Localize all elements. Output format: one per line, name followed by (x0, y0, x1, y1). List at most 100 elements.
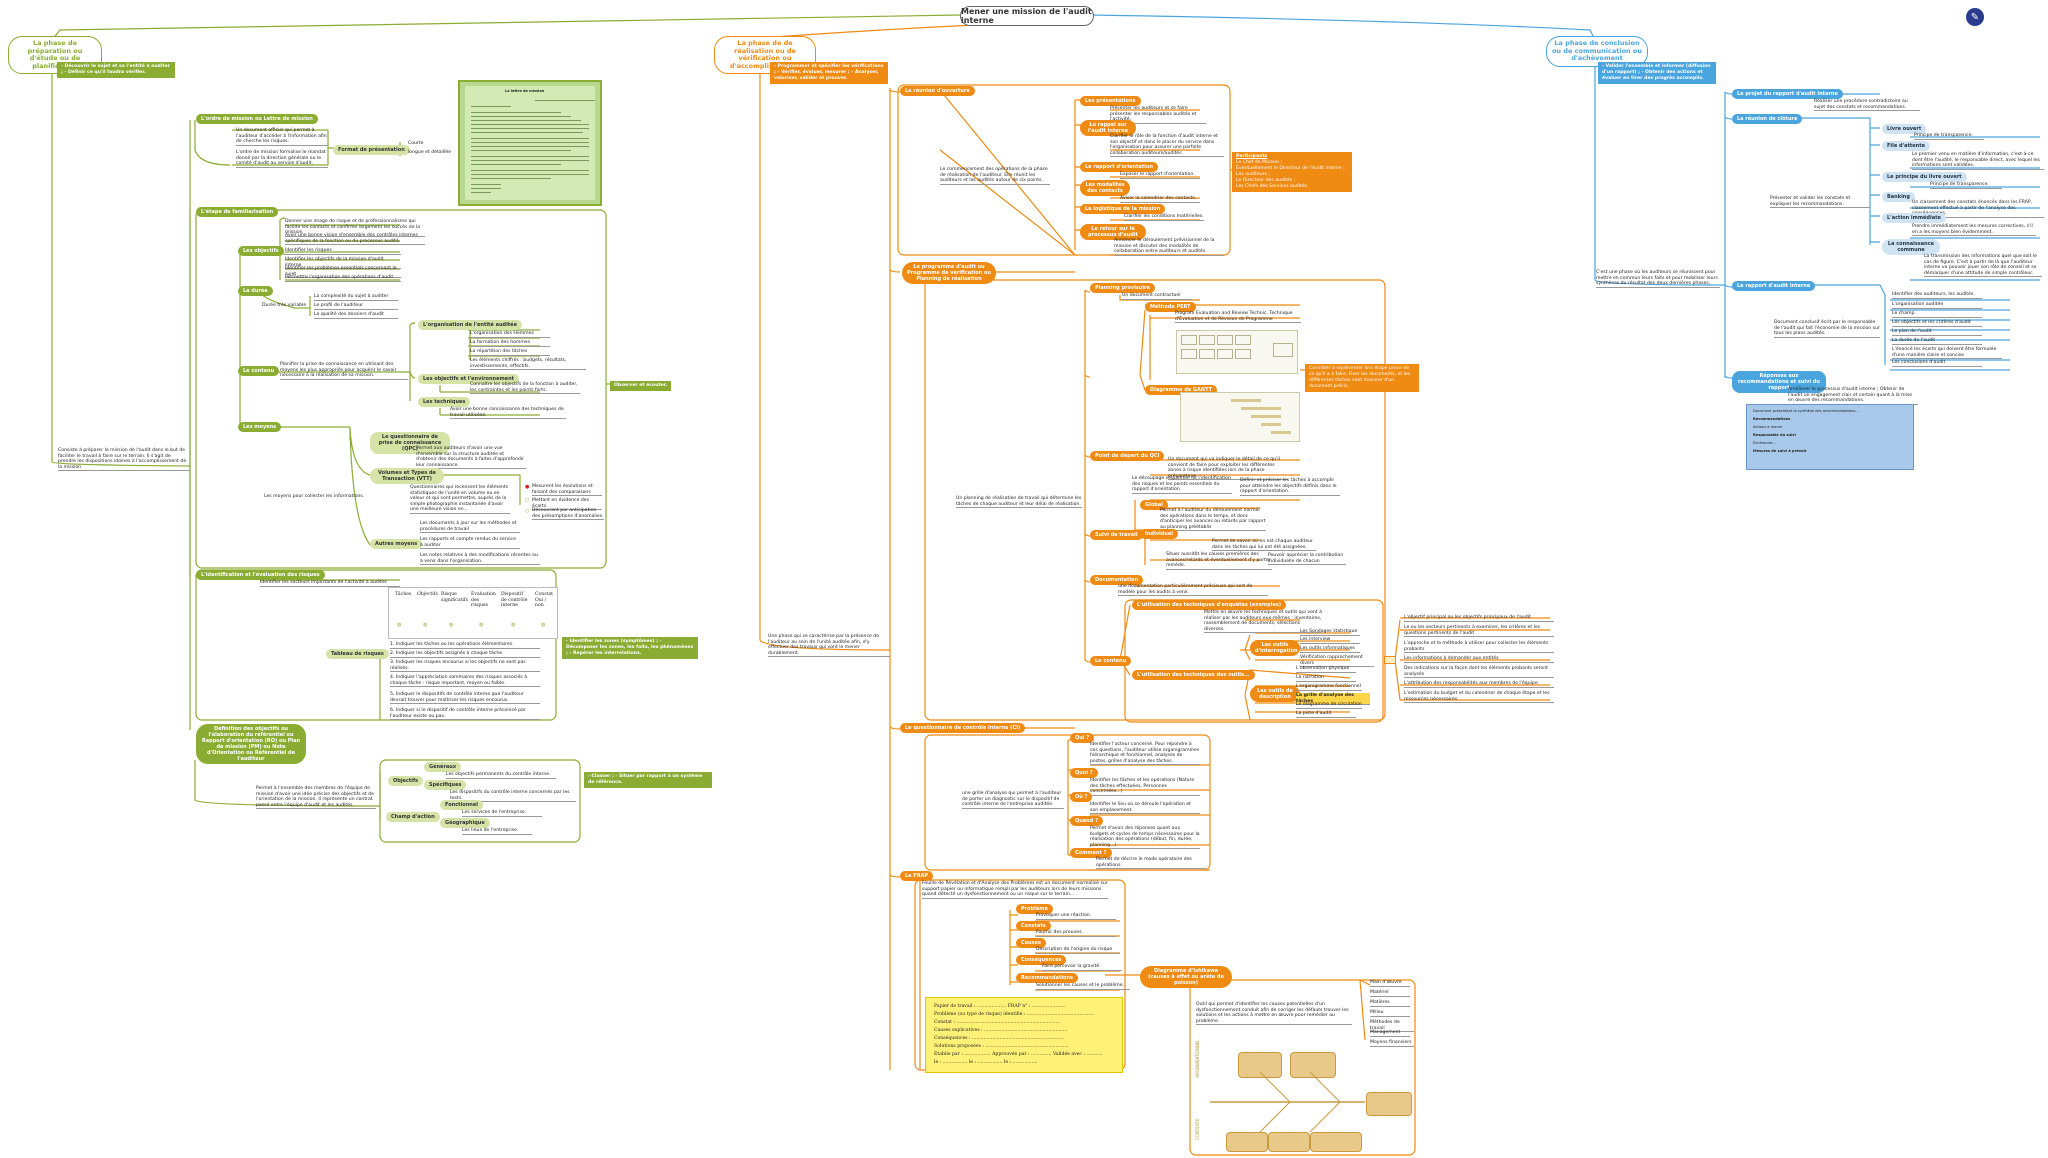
frap-item-1-pill: Constats (1016, 921, 1051, 931)
real-left-note: Une phase qui se caractérise par la prés… (768, 634, 890, 658)
frap-item-3-text: Faire percevoir la gravité. (1042, 964, 1122, 971)
rapport-item-3: Les objectifs et les critères d'audit (1892, 320, 1982, 327)
circle-icon: ○ (525, 508, 530, 514)
objectif-item-4: Identifier les problèmes essentiels conc… (285, 266, 401, 279)
autres-item-2: Les notes relatives à des modifications … (420, 553, 540, 566)
fonctionnel-text: Les services de l'entreprise. (462, 810, 542, 817)
circle-marker-icon: ◍ (479, 622, 484, 628)
pert-node (1181, 335, 1197, 345)
reunion-cloture-text: Présenter et valider les constats et exp… (1770, 196, 1870, 209)
blue-card-line-4: Échéancier... (1753, 441, 1776, 445)
org-item-1: La formation des hommes (470, 340, 550, 347)
table-header-1: Objectifs (417, 592, 438, 597)
outils-description-pill: Les outils de description (1250, 686, 1300, 702)
pen-circle-icon: ✎ (1966, 8, 1984, 26)
documentation-pill: Documentation (1090, 575, 1144, 585)
lettre-mission-page: La lettre de mission (465, 86, 595, 200)
utilisation-outils-pill: L'utilisation des techniques des outils.… (1132, 670, 1255, 680)
action-immediate-pill: L'action immédiate (1882, 213, 1946, 223)
phase-preparation-label: La phase de préparation ou d'étude ou de… (27, 39, 83, 70)
referentiel-pill: Définition des objectifs ou l'élaboratio… (196, 724, 306, 764)
planning-pill: Planning provisoire (1090, 283, 1155, 293)
doc-line (471, 128, 589, 129)
objectifs-environnement-pill: Les objectifs et l'environnement (418, 374, 520, 384)
risques-step-4: 5. Indiquer le dispositifs de contrôle i… (390, 692, 540, 705)
frap-card-line-5: Solutions proposées : ..................… (934, 1044, 1069, 1049)
doc-line (471, 178, 551, 179)
rapport-item-5: La durée de l'audit (1892, 338, 1982, 345)
frap-item-4-text: Solutionner les causes et le problème. (1036, 983, 1130, 990)
descr-item-2: L'organigramme fonctionnel (1296, 684, 1362, 691)
participant-2: Les auditeurs ; (1236, 172, 1270, 177)
fish-box (1290, 1052, 1336, 1078)
ishikawa-item-6: Moyens financiers (1370, 1040, 1414, 1047)
frap-card-line-3: Causes explicatives : ..................… (934, 1028, 1068, 1033)
objectif-item-3: Identifier les objectifs de la mission d… (285, 257, 401, 270)
circle-marker-icon: ◍ (511, 622, 516, 628)
moyens-text: Les moyens pour collecter les informatio… (264, 494, 365, 499)
rapport-item-4: Le plan de l'audit (1892, 329, 1982, 336)
right-item-6: L'estimation du budget et du calendrier … (1404, 691, 1554, 704)
file-attente-text: Le premier venu en matière d'information… (1912, 152, 2044, 170)
format-presentation-pill: Format de présentation (333, 145, 410, 155)
outils-item-2: Les outils informatiques (1300, 646, 1360, 653)
ordre-mission-pill: L'ordre de mission ou Lettre de mission (196, 114, 318, 124)
lettre-mission-title: La lettre de mission (505, 89, 545, 93)
individuel-text-2: Situer aussitôt les causes premières des… (1166, 552, 1272, 570)
contenu-text: Planifier la prise de connaissance en ut… (280, 362, 408, 380)
pert-pill: Méthode PERT (1145, 302, 1196, 312)
descr-item-1: La narration (1296, 675, 1356, 682)
ishikawa-item-4: Méthodes de travail (1370, 1020, 1414, 1033)
gantt-bar (1261, 423, 1281, 426)
outils-item-3: Vérification rapprochement divers (1300, 655, 1374, 668)
fish-box (1226, 1132, 1268, 1152)
qci-q0-pill: Qui ? (1070, 733, 1095, 743)
prep-left-note: Consiste à préparer la mission de l'audi… (58, 448, 190, 472)
doc-line (471, 174, 589, 175)
objectif-item-2: Identifier les risques (285, 248, 401, 255)
gantt-bar (1231, 399, 1261, 402)
qci-q1-text: Identifier les tâches et les opérations … (1090, 778, 1200, 796)
org-item-3: Les éléments chiffrés : budgets, résulta… (470, 358, 586, 371)
vtt-text: Questionnaires qui recensent les élément… (410, 485, 510, 514)
suivi-rapport-pill: Réponses aux recommandations et suivi du… (1732, 371, 1826, 393)
fish-box (1268, 1132, 1310, 1152)
programme-text: Un planning de réalisation de travail qu… (956, 496, 1082, 509)
duree-item-1: Le profil de l'auditeur (314, 303, 398, 310)
contenu-real-pill: Le contenu (1090, 656, 1132, 666)
table-header-5: Constat Oui / non (535, 592, 554, 609)
fish-box (1366, 1092, 1412, 1116)
utilisation-techniques-pill: L'utilisation des techniques d'enquêtes … (1132, 600, 1287, 610)
blue-card-line-2: Actions à mener (1753, 425, 1783, 429)
blue-card-line-0: Document présentant la synthèse des reco… (1753, 409, 1859, 413)
geo-text: Les lieux de l'entreprise. (462, 828, 532, 835)
table-header-3: Évaluation des risques (471, 592, 496, 609)
rapport-item-6: L'énoncé les écarts qui doivent être for… (1892, 347, 2002, 360)
duree-item-0: La complexité du sujet à auditer (314, 294, 398, 301)
frap-item-0-pill: Problème (1016, 904, 1053, 914)
principe-livre-pill: Le principe du livre ouvert (1882, 172, 1967, 182)
fonctionnel-pill: Fonctionnel (440, 800, 483, 810)
ishikawa-item-2: Matières (1370, 1000, 1410, 1007)
definir-text: Définir et préciser les tâches à accompl… (1240, 478, 1340, 496)
referentiel-banner: - Classer ; - Situer par rapport à un sy… (584, 772, 712, 788)
global-pill: Global (1140, 500, 1168, 510)
gantt-bar (1241, 407, 1281, 410)
risques-text: Identifier les secteurs importants de l'… (260, 580, 400, 587)
risques-step-0: 1. Indiquer les tâches ou les opérations… (390, 642, 540, 649)
doc-line (535, 100, 595, 101)
objectifs-pill: Les objectifs (238, 246, 284, 256)
gantt-pill: Diagramme de GANTT (1145, 385, 1218, 395)
pert-node (1181, 349, 1197, 359)
frap-card-line-1: Problème (ou type de risque) identifié :… (934, 1012, 1095, 1017)
point-0-pill: Les présentations (1080, 96, 1141, 106)
qci-q4-text: Permet de décrire le mode opératoire des… (1096, 857, 1206, 870)
point-1-pill: Le rappel sur l'audit interne (1080, 120, 1136, 136)
pert-node (1199, 349, 1215, 359)
outils-item-0: Les Sondages statistique (1300, 629, 1360, 636)
vtt-bullet-3: Découvrant par anticipation des présompt… (532, 508, 604, 521)
frap-item-0-text: Provoquer une réaction. (1036, 913, 1116, 920)
livre-ouvert-pill: Livre ouvert (1882, 124, 1927, 134)
individuel-text: Permet de savoir où en est chaque audite… (1212, 539, 1316, 552)
table-header-2: Risque significatifs (441, 592, 468, 603)
